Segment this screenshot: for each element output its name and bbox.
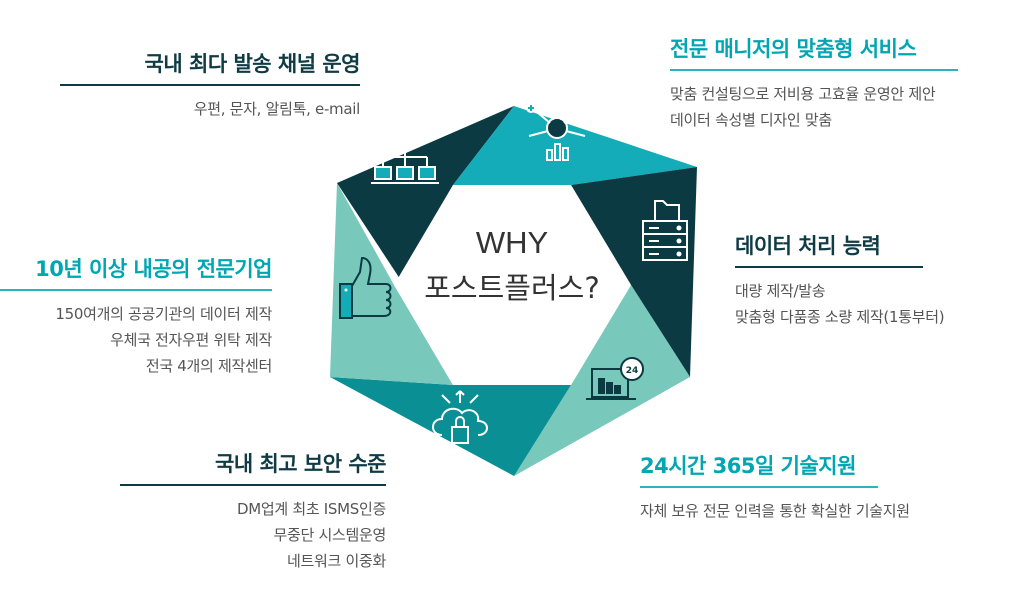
list-item: 전국 4개의 제작센터 bbox=[145, 357, 272, 375]
feature-manager-list: 맞춤 컨설팅으로 저비용 고효율 운영안 제안 데이터 속성별 디자인 맞춤 bbox=[670, 81, 1000, 133]
feature-support-title: 24시간 365일 기술지원 bbox=[640, 454, 856, 478]
feature-company: 10년 이상 내공의 전문기업 150여개의 공공기관의 데이터 제작 우체국 … bbox=[0, 255, 273, 379]
feature-data-list: 대량 제작/발송 맞춤형 다품종 소량 제작(1통부터) bbox=[735, 278, 1005, 330]
feature-security-list: DM업계 최초 ISMS인증 무중단 시스템운영 네트워크 이중화 bbox=[120, 496, 386, 574]
list-item: 데이터 속성별 디자인 맞춤 bbox=[670, 111, 832, 129]
list-item: DM업계 최초 ISMS인증 bbox=[236, 500, 386, 518]
svg-text:24: 24 bbox=[626, 366, 639, 376]
teamwork-hands-icon bbox=[526, 97, 587, 161]
list-item: 무중단 시스템운영 bbox=[273, 526, 387, 544]
segment-security bbox=[330, 377, 571, 476]
feature-support-rule bbox=[640, 486, 878, 488]
feature-security: 국내 최고 보안 수준 DM업계 최초 ISMS인증 무중단 시스템운영 네트워… bbox=[120, 450, 387, 574]
feature-manager: 전문 매니저의 맞춤형 서비스 맞춤 컨설팅으로 저비용 고효율 운영안 제안 … bbox=[670, 35, 1000, 133]
center-title-line1: WHY bbox=[476, 225, 548, 260]
feature-security-title: 국내 최고 보안 수준 bbox=[215, 452, 387, 476]
list-item: 대량 제작/발송 bbox=[735, 282, 826, 300]
feature-company-list: 150여개의 공공기관의 데이터 제작 우체국 전자우편 위탁 제작 전국 4개… bbox=[0, 301, 272, 379]
feature-channels: 국내 최다 발송 채널 운영 우편, 문자, 알림톡, e-mail bbox=[60, 50, 361, 122]
feature-company-rule bbox=[0, 289, 272, 291]
center-title-line2: 포스트플러스? bbox=[424, 271, 599, 305]
feature-channels-rule bbox=[60, 84, 360, 86]
list-item: 150여개의 공공기관의 데이터 제작 bbox=[55, 305, 272, 323]
list-item: 자체 보유 전문 인력을 통한 확실한 기술지원 bbox=[640, 502, 910, 520]
feature-security-rule bbox=[120, 484, 386, 486]
feature-manager-rule bbox=[670, 69, 958, 71]
segment-manager bbox=[453, 106, 697, 185]
feature-support-list: 자체 보유 전문 인력을 통한 확실한 기술지원 bbox=[640, 498, 980, 524]
feature-data-rule bbox=[735, 266, 923, 268]
feature-data: 데이터 처리 능력 대량 제작/발송 맞춤형 다품종 소량 제작(1통부터) bbox=[735, 232, 1005, 330]
network-hierarchy-icon bbox=[371, 132, 439, 184]
server-folder-icon bbox=[642, 200, 688, 261]
cloud-lock-icon bbox=[432, 390, 488, 444]
24h-chart-icon: 24 bbox=[586, 357, 644, 400]
segment-channels bbox=[337, 106, 514, 285]
feature-channels-title: 국내 최다 발송 채널 운영 bbox=[144, 52, 361, 76]
list-item: 네트워크 이중화 bbox=[287, 552, 386, 570]
list-item: 맞춤 컨설팅으로 저비용 고효율 운영안 제안 bbox=[670, 85, 936, 103]
center-hexagon bbox=[394, 185, 631, 385]
thumbs-up-icon bbox=[339, 256, 392, 319]
list-item: 우편, 문자, 알림톡, e-mail bbox=[193, 100, 361, 118]
feature-support: 24시간 365일 기술지원 자체 보유 전문 인력을 통한 확실한 기술지원 bbox=[640, 452, 980, 524]
feature-company-title: 10년 이상 내공의 전문기업 bbox=[35, 257, 272, 281]
segment-data bbox=[571, 167, 697, 377]
wheel-segments bbox=[330, 106, 697, 476]
segment-company bbox=[330, 183, 453, 385]
list-item: 맞춤형 다품종 소량 제작(1통부터) bbox=[735, 308, 945, 326]
list-item: 우체국 전자우편 위탁 제작 bbox=[110, 331, 272, 349]
feature-manager-title: 전문 매니저의 맞춤형 서비스 bbox=[670, 37, 917, 61]
feature-channels-list: 우편, 문자, 알림톡, e-mail bbox=[60, 96, 361, 122]
feature-data-title: 데이터 처리 능력 bbox=[735, 234, 881, 258]
